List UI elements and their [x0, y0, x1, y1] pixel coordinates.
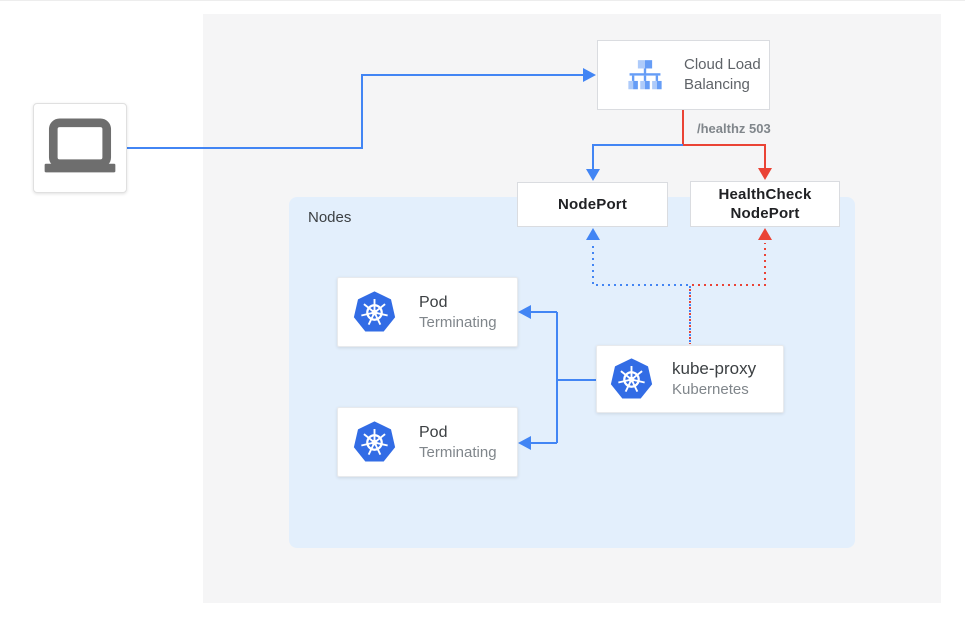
- pod-node-1: Pod Terminating: [337, 277, 518, 347]
- nodes-group-label: Nodes: [308, 209, 352, 226]
- nodeport-label: NodePort: [557, 196, 628, 213]
- kubernetes-icon: [352, 290, 397, 335]
- pod-node-2: Pod Terminating: [337, 407, 518, 477]
- top-divider: [0, 0, 965, 1]
- kube-proxy-text: kube-proxy Kubernetes: [672, 358, 756, 400]
- pod-title: Pod: [419, 423, 448, 441]
- cloud-load-balancing-label: Cloud Load Balancing: [684, 56, 761, 93]
- pod-status: Terminating: [419, 443, 497, 461]
- healthcheck-nodeport-label: HealthCheck NodePort: [718, 186, 812, 222]
- client-node: [33, 103, 127, 193]
- pod-1-text: Pod Terminating: [419, 292, 497, 333]
- nodeport-node: NodePort: [517, 182, 668, 227]
- kubernetes-icon: [352, 420, 397, 465]
- kube-proxy-title: kube-proxy: [672, 359, 757, 378]
- kubernetes-icon: [609, 357, 654, 402]
- pod-status: Terminating: [419, 313, 497, 331]
- cloud-load-balancing-node: Cloud Load Balancing: [597, 40, 770, 110]
- kube-proxy-subtitle: Kubernetes: [672, 381, 749, 398]
- pod-title: Pod: [419, 293, 448, 311]
- pod-2-text: Pod Terminating: [419, 422, 497, 463]
- kube-proxy-node: kube-proxy Kubernetes: [596, 345, 784, 413]
- healthcheck-nodeport-node: HealthCheck NodePort: [690, 181, 840, 227]
- load-balancer-icon: [626, 53, 664, 97]
- laptop-icon: [38, 115, 122, 181]
- healthz-status-label: /healthz 503: [697, 121, 771, 136]
